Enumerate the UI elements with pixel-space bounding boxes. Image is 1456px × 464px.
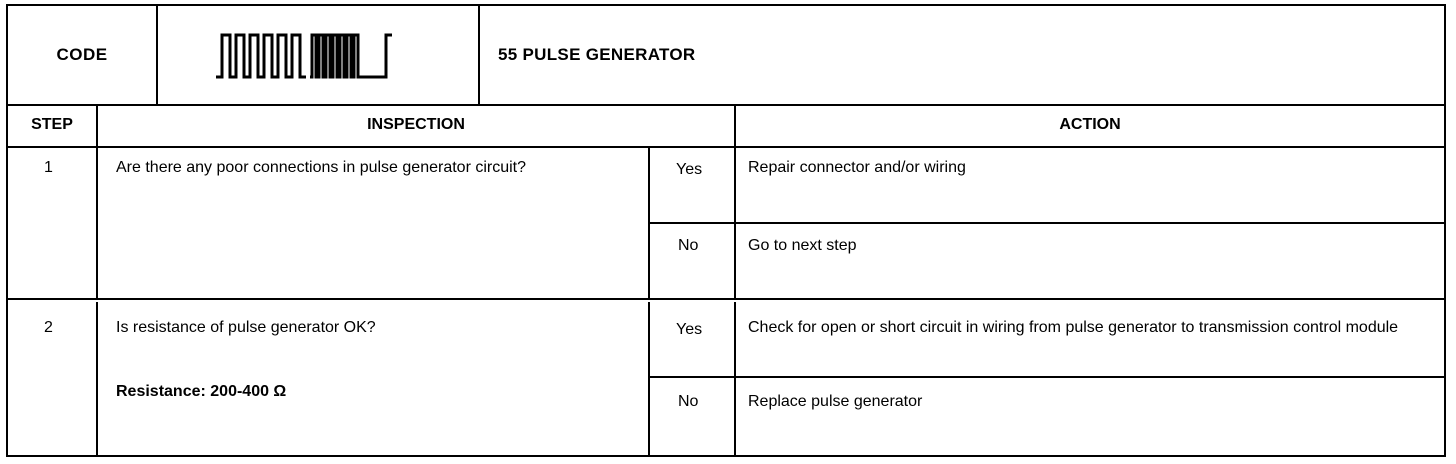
pulse-waveform-icon xyxy=(216,33,392,79)
step-row-1: 1 Are there any poor connections in puls… xyxy=(8,146,1444,300)
code-title: 55 PULSE GENERATOR xyxy=(498,45,696,64)
action-text: Check for open or short circuit in wirin… xyxy=(748,319,1399,336)
response-no: No xyxy=(678,237,699,254)
step-number: 1 xyxy=(44,159,53,176)
action-text: Go to next step xyxy=(748,237,857,254)
response-yes: Yes xyxy=(676,321,703,338)
column-action: ACTION xyxy=(1059,116,1121,133)
inspection-question: Is resistance of pulse generator OK? xyxy=(116,319,376,336)
diagnostic-table: CODE 55 PULSE GENERATOR STEP INSPECTION … xyxy=(6,4,1446,457)
resistance-spec: Resistance: 200-400 Ω xyxy=(116,383,287,400)
waveform-cell xyxy=(158,6,480,104)
response-no: No xyxy=(678,393,699,410)
inspection-question: Are there any poor connections in pulse … xyxy=(116,159,527,176)
action-text: Repair connector and/or wiring xyxy=(748,159,966,176)
step-number: 2 xyxy=(44,319,53,336)
column-headers: STEP INSPECTION ACTION xyxy=(8,104,1444,148)
code-header: CODE 55 PULSE GENERATOR xyxy=(8,6,1444,106)
column-step: STEP xyxy=(8,104,98,146)
step-row-2: 2 Is resistance of pulse generator OK? R… xyxy=(8,302,1444,455)
response-yes: Yes xyxy=(676,161,703,178)
action-text: Replace pulse generator xyxy=(748,393,923,410)
code-label: CODE xyxy=(8,6,158,104)
column-inspection: INSPECTION xyxy=(98,104,736,146)
